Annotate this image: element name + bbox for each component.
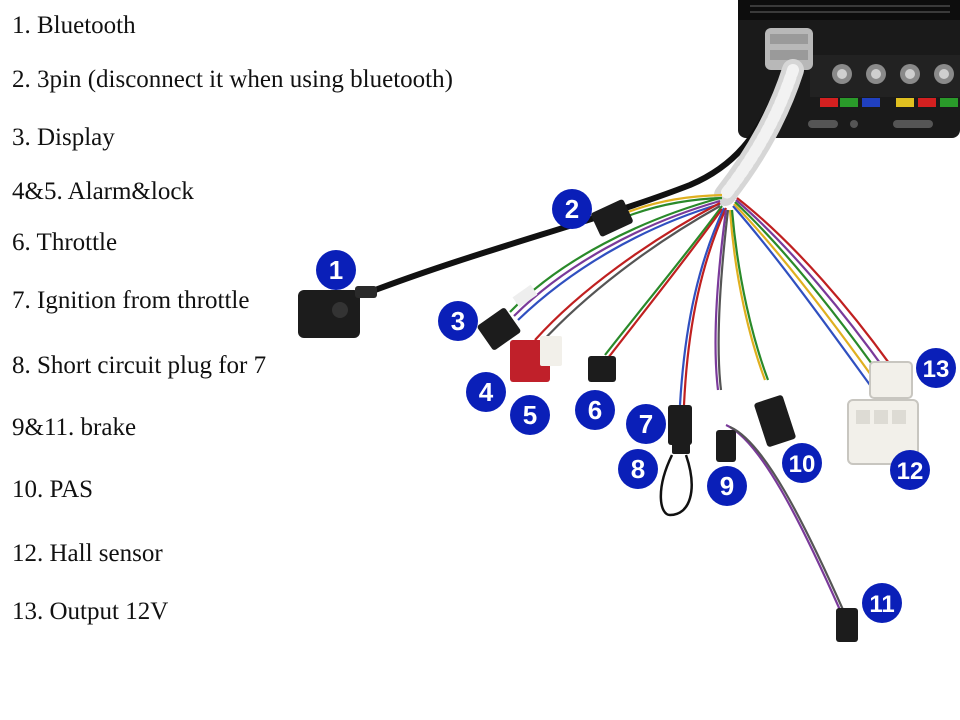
badge-2: 2 bbox=[552, 189, 592, 229]
badge-12: 12 bbox=[890, 450, 930, 490]
badge-6-label: 6 bbox=[588, 395, 602, 425]
badge-11-label: 11 bbox=[869, 591, 894, 618]
legend-item-bluetooth: 1. Bluetooth bbox=[12, 12, 136, 39]
legend-item-3pin: 2. 3pin (disconnect it when using blueto… bbox=[12, 66, 453, 93]
display-connector bbox=[477, 284, 538, 350]
badge-2-label: 2 bbox=[565, 194, 579, 224]
legend-item-display: 3. Display bbox=[12, 124, 115, 151]
badge-1: 1 bbox=[316, 250, 356, 290]
badge-4-label: 4 bbox=[479, 377, 494, 407]
badge-8: 8 bbox=[618, 449, 658, 489]
badge-9: 9 bbox=[707, 466, 747, 506]
controller-box bbox=[738, 0, 960, 138]
badge-13-label: 13 bbox=[923, 356, 950, 383]
badge-6: 6 bbox=[575, 390, 615, 430]
badge-9-label: 9 bbox=[720, 471, 734, 501]
legend-item-alarm-lock: 4&5. Alarm&lock bbox=[12, 178, 194, 205]
legend-item-output-12v: 13. Output 12V bbox=[12, 598, 169, 625]
badge-3: 3 bbox=[438, 301, 478, 341]
badge-11: 11 bbox=[862, 583, 902, 623]
output-12v-connector bbox=[869, 361, 913, 399]
branch-wires bbox=[509, 193, 895, 613]
pas-connector bbox=[754, 395, 796, 447]
3pin-connector bbox=[591, 199, 633, 237]
badge-1-label: 1 bbox=[329, 255, 343, 285]
legend: 1. Bluetooth 2. 3pin (disconnect it when… bbox=[12, 12, 453, 625]
badge-10-label: 10 bbox=[789, 451, 816, 478]
badge-7: 7 bbox=[626, 404, 666, 444]
alarm-lock-connector bbox=[510, 336, 562, 382]
badge-5: 5 bbox=[510, 395, 550, 435]
legend-item-throttle: 6. Throttle bbox=[12, 229, 118, 256]
badge-5-label: 5 bbox=[523, 400, 537, 430]
brake-connector-9 bbox=[716, 430, 736, 462]
badge-13: 13 bbox=[916, 348, 956, 388]
legend-item-short-circuit-plug: 8. Short circuit plug for 7 bbox=[12, 352, 267, 379]
badge-3-label: 3 bbox=[451, 306, 465, 336]
ignition-connector bbox=[668, 405, 692, 454]
legend-item-pas: 10. PAS bbox=[12, 476, 94, 503]
legend-item-brake: 9&11. brake bbox=[12, 414, 137, 441]
badge-12-label: 12 bbox=[897, 458, 924, 485]
legend-item-ignition: 7. Ignition from throttle bbox=[12, 287, 250, 314]
badge-7-label: 7 bbox=[639, 409, 653, 439]
badge-10: 10 bbox=[782, 443, 822, 483]
badge-4: 4 bbox=[466, 372, 506, 412]
hall-sensor-connector bbox=[847, 399, 919, 465]
bluetooth-connector bbox=[298, 286, 377, 338]
brake-connector-11 bbox=[836, 608, 858, 642]
throttle-connector bbox=[588, 356, 616, 382]
legend-item-hall-sensor: 12. Hall sensor bbox=[12, 540, 163, 567]
badge-8-label: 8 bbox=[631, 454, 645, 484]
